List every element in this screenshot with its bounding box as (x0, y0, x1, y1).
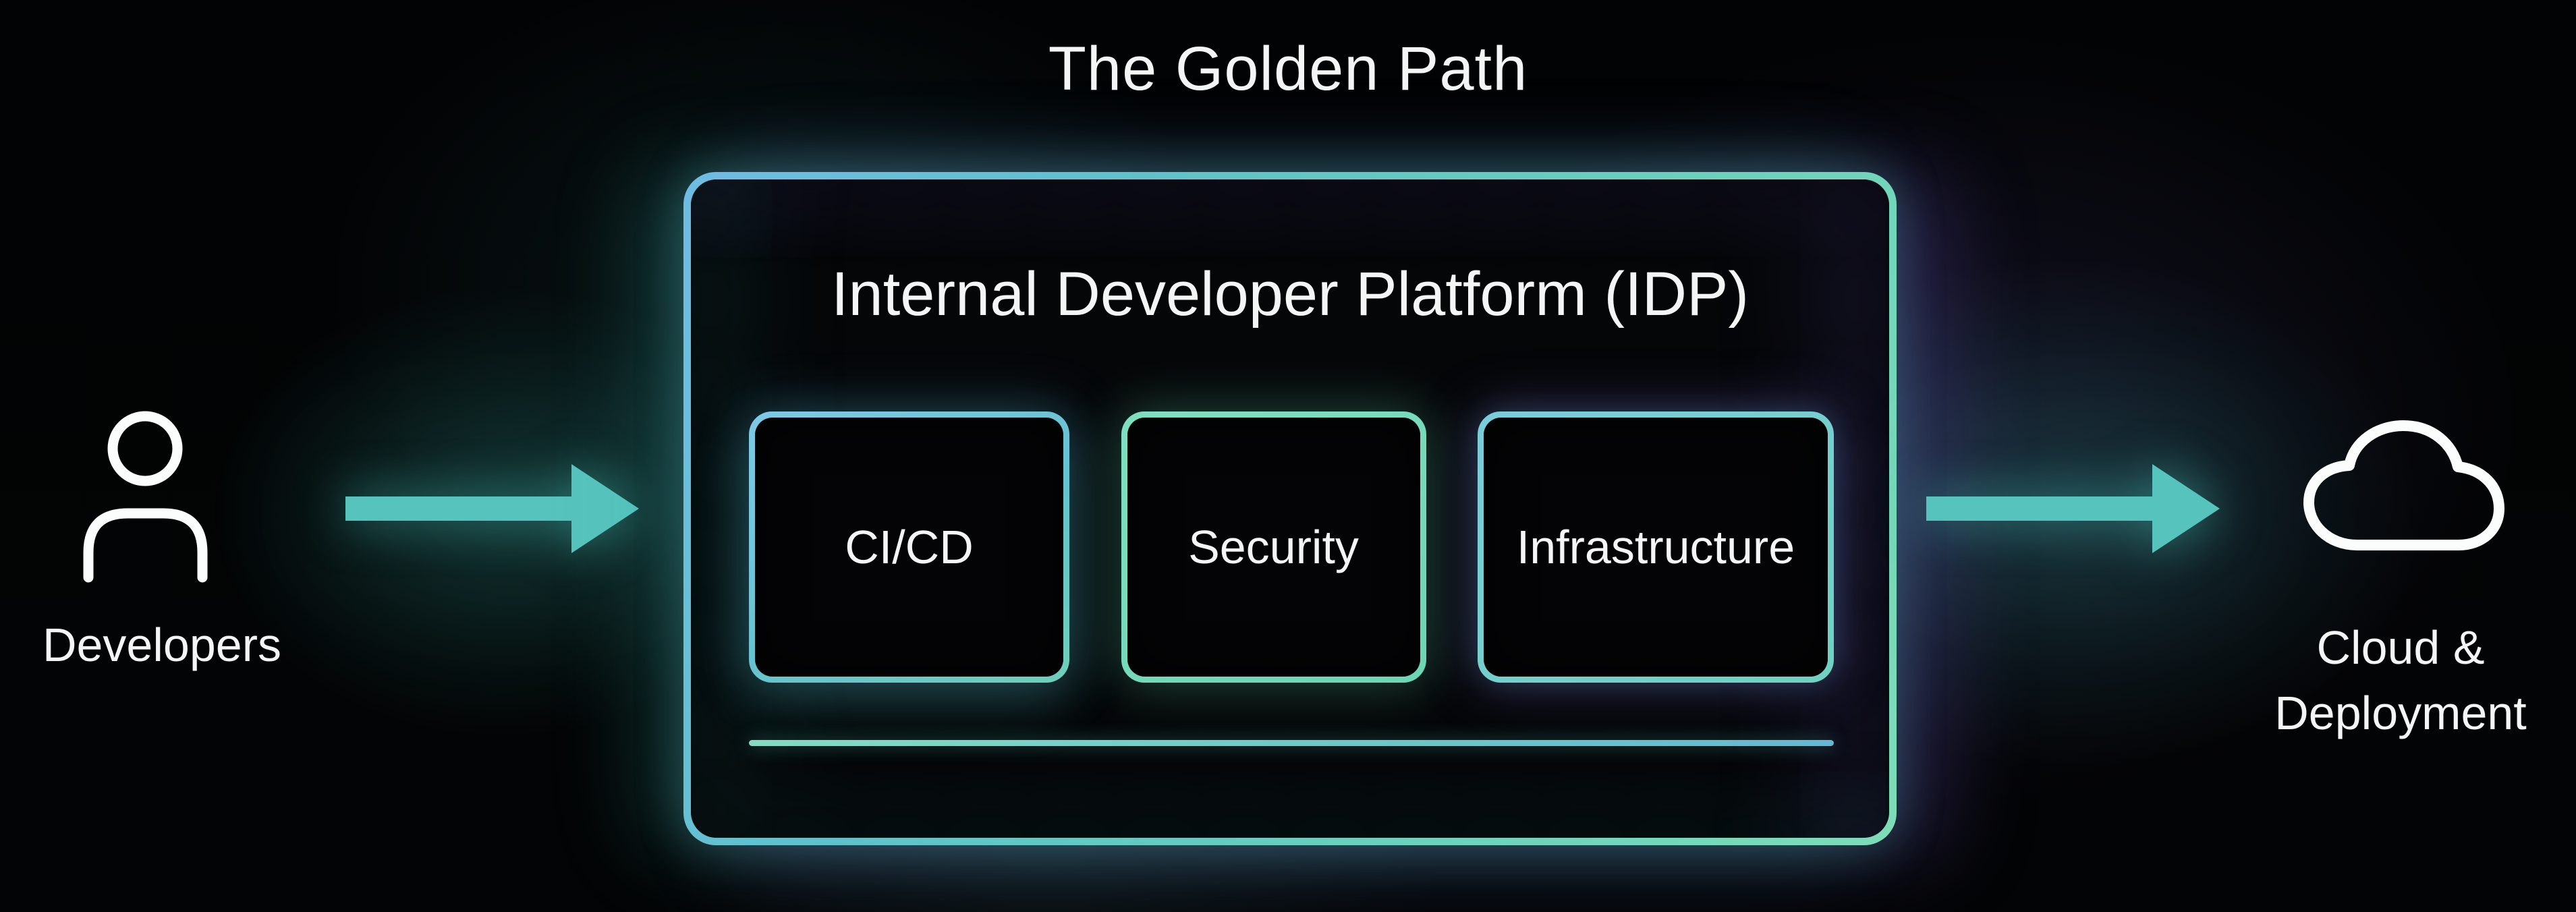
flow-arrow-left-icon (345, 464, 639, 553)
component-label: CI/CD (845, 521, 974, 573)
component-box-infrastructure: Infrastructure (1478, 411, 1834, 683)
idp-components-row: CI/CD Security Infrastructure (749, 411, 1834, 683)
idp-underline (749, 740, 1834, 746)
component-box-security-inner: Security (1127, 418, 1420, 677)
cloud-deployment-label: Cloud & Deployment (2225, 615, 2576, 746)
component-label: Security (1188, 521, 1359, 573)
person-icon (80, 405, 211, 589)
component-label: Infrastructure (1516, 521, 1795, 573)
component-box-cicd: CI/CD (749, 411, 1069, 683)
page-title: The Golden Path (1048, 34, 1528, 103)
component-box-security: Security (1121, 411, 1426, 683)
idp-box-inner: Internal Developer Platform (IDP) CI/CD … (691, 179, 1889, 838)
idp-box: Internal Developer Platform (IDP) CI/CD … (683, 172, 1897, 845)
cloud-label-line1: Cloud & (2316, 621, 2485, 674)
developers-label: Developers (42, 619, 282, 671)
flow-arrow-right-icon (1926, 464, 2220, 553)
cloud-icon (2289, 414, 2518, 566)
component-box-cicd-inner: CI/CD (755, 418, 1063, 677)
idp-title: Internal Developer Platform (IDP) (831, 260, 1749, 329)
component-box-infrastructure-inner: Infrastructure (1484, 418, 1828, 677)
cloud-label-line2: Deployment (2274, 687, 2527, 739)
